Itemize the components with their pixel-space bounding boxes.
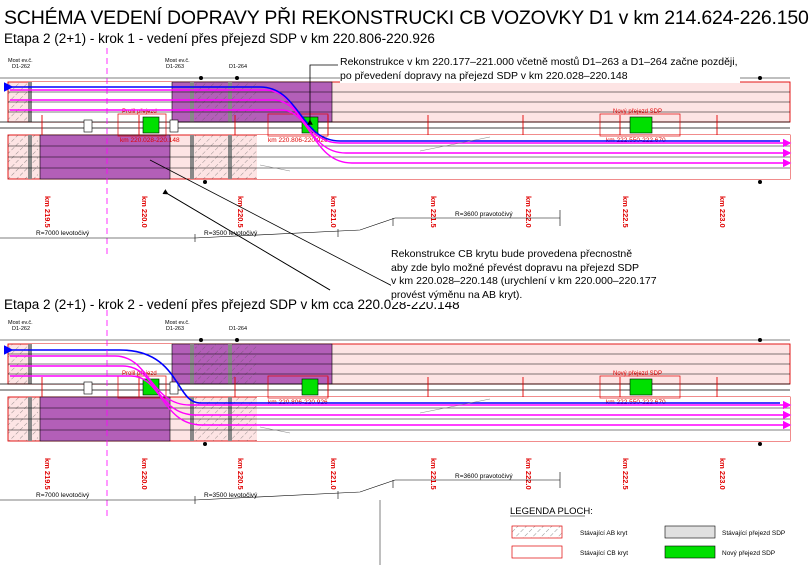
km-marker-dot: [758, 442, 762, 446]
km-label: km 221.0: [329, 458, 338, 490]
bridge-label: D1-263: [166, 326, 184, 332]
sdp-box: [599, 113, 681, 137]
bridge-label: D1-262: [12, 326, 30, 332]
bridge-label: D1-263: [166, 64, 184, 70]
bridge-label: D1-262: [12, 64, 30, 70]
median-gate: [169, 381, 179, 395]
bridge-label: Most ev.č.: [8, 320, 33, 326]
km-label: km 222.0: [524, 458, 533, 490]
alignment-curve: [0, 217, 560, 239]
km-label: km 219.5: [43, 196, 52, 228]
legend-item: Stávající přejezd SDP: [722, 530, 785, 537]
note-line: provést výměnu na AB kryt).: [391, 288, 523, 301]
sdp-box: [267, 375, 329, 399]
legend-swatch-cb: [511, 545, 563, 559]
km-label: km 221.0: [329, 196, 338, 228]
km-label: km 220.0: [140, 458, 149, 490]
note-line: aby zde bylo možné převést dopravu na př…: [391, 261, 640, 274]
km-label: km 219.5: [43, 458, 52, 490]
note-line: Rekonstrukce v km 220.177–221.000 včetně…: [340, 56, 738, 68]
note-priority-reconstruction: Rekonstrukce CB krytu bude provedena pře…: [391, 248, 657, 302]
note-line: v km 220.028–220.148 (urychlení v km 220…: [391, 275, 657, 287]
bridge-label: D1-264: [229, 64, 247, 70]
legend-item: Stávající CB kryt: [580, 550, 628, 557]
range-label: km 220.806-220.926: [268, 137, 328, 144]
legend-item: Nový přejezd SDP: [722, 550, 775, 557]
traffic-arrow-blue: [3, 82, 780, 142]
km-label: km 223.0: [718, 196, 727, 228]
km-label: km 220.0: [140, 196, 149, 228]
km-label: km 222.5: [621, 196, 630, 228]
legend-swatch-old-sdp: [664, 525, 716, 539]
curve-label: R=3600 pravotočivý: [455, 473, 513, 480]
legend-title: LEGENDA PLOCH:: [510, 506, 593, 517]
km-marker-dot: [758, 180, 762, 184]
old-sdp-label: Prolil přejezd: [122, 371, 157, 377]
legend-swatch-new-sdp: [664, 545, 716, 559]
traffic-arrow-magenta: [10, 365, 792, 420]
km-label: km 220.5: [236, 196, 245, 228]
km-label: km 221.5: [429, 196, 438, 228]
km-label: km 222.0: [524, 196, 533, 228]
leader-line: [149, 159, 406, 295]
callout-leaders: [149, 64, 406, 295]
existing-sdp-crossing: [142, 116, 160, 134]
stage-1-title: Etapa 2 (2+1) - krok 1 - vedení přes pře…: [4, 31, 435, 46]
km-label: km 223.0: [718, 458, 727, 490]
median-gate: [83, 119, 93, 133]
km-label: km 221.5: [429, 458, 438, 490]
bridge-label: Most ev.č.: [8, 58, 33, 64]
stage-2-title: Etapa 2 (2+1) - krok 2 - vedení přes pře…: [4, 297, 460, 312]
new-sdp-label: Nový přejezd SDP: [613, 109, 662, 115]
legend-item: Stávající AB kryt: [580, 530, 628, 537]
legend-swatch-ab: [511, 525, 563, 539]
curve-label: R=3500 levotočivý: [204, 230, 258, 237]
diagram-title: SCHÉMA VEDENÍ DOPRAVY PŘI REKONSTRUCKI C…: [4, 7, 809, 29]
new-sdp-crossing: [629, 116, 653, 134]
secondary-arrow: [419, 136, 491, 152]
alignment-curve: [0, 479, 560, 501]
traffic-arrow-blue: [3, 345, 780, 404]
bridge-label: Most ev.č.: [165, 58, 190, 64]
existing-sdp-crossing: [142, 378, 160, 396]
traffic-arrow-magenta: [10, 109, 792, 168]
note-later-reconstruction: Rekonstrukce v km 220.177–221.000 včetně…: [340, 56, 740, 83]
sdp-box: [599, 375, 681, 399]
note-line: Rekonstrukce CB krytu bude provedena pře…: [391, 248, 633, 260]
range-label: km 220.028-220.148: [120, 137, 180, 144]
bridge-label: Most ev.č.: [165, 320, 190, 326]
sdp-crossing: [301, 378, 319, 396]
old-sdp-label: Prolil přejezd: [122, 109, 157, 115]
secondary-arrow: [419, 398, 491, 414]
new-sdp-crossing: [629, 378, 653, 396]
note-line: po převedení dopravy na přejezd SDP v km…: [340, 69, 628, 82]
km-marker-dot: [203, 442, 207, 446]
km-label: km 220.5: [236, 458, 245, 490]
curve-label: R=3600 pravotočivý: [455, 211, 513, 218]
traffic-arrow-magenta: [10, 375, 792, 430]
leader-line: [162, 189, 331, 291]
secondary-arrow: [259, 426, 291, 434]
secondary-arrow: [259, 164, 291, 172]
curve-label: R=7000 levotočivý: [36, 492, 90, 499]
legend: LEGENDA PLOCH:Stávající AB krytStávající…: [379, 500, 785, 565]
curve-label: R=3500 levotočivý: [204, 492, 258, 499]
sdp-box: [117, 113, 167, 137]
median-gate: [169, 119, 179, 133]
traffic-arrow-magenta: [10, 355, 792, 410]
median-gate: [83, 381, 93, 395]
km-label: km 222.5: [621, 458, 630, 490]
km-marker-dot: [203, 180, 207, 184]
leader-line: [307, 64, 338, 125]
curve-label: R=7000 levotočivý: [36, 230, 90, 237]
new-sdp-label: Nový přejezd SDP: [613, 371, 662, 377]
sdp-box: [117, 375, 167, 399]
bridge-label: D1-264: [229, 326, 247, 332]
